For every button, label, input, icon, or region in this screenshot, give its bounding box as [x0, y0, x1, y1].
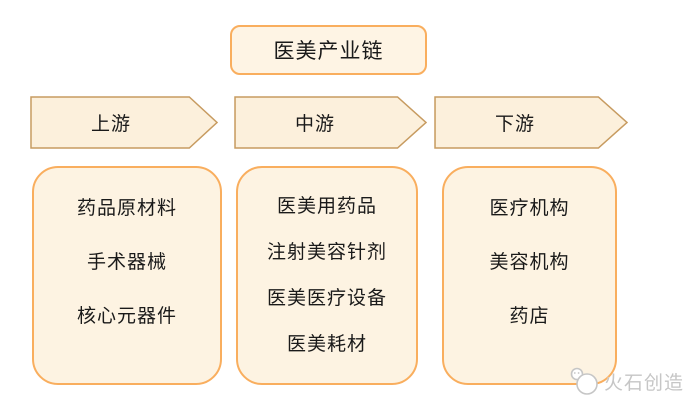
panel-item: 注射美容针剂: [266, 241, 387, 264]
huoshi-stones-icon: [570, 367, 598, 395]
stage-arrow-upstream: 上游: [30, 96, 218, 149]
panel-item: 美容机构: [489, 251, 570, 274]
diagram-title-label: 医美产业链: [273, 39, 384, 63]
panel-item: 医美耗材: [286, 332, 367, 355]
panel-item: 医美用药品: [276, 195, 377, 218]
panel-item: 核心元器件: [76, 304, 177, 327]
stage-label-upstream: 上游: [90, 113, 131, 135]
panel-downstream: 医疗机构 美容机构 药店: [442, 166, 617, 385]
stage-label-midstream: 中游: [294, 113, 335, 135]
stage-arrow-midstream: 中游: [234, 96, 427, 149]
panel-upstream: 药品原材料 手术器械 核心元器件: [32, 166, 222, 385]
panel-item: 医疗机构: [489, 197, 570, 220]
chevron-arrow-shape: [234, 96, 427, 149]
chevron-arrow-shape: [434, 96, 628, 149]
watermark-brand: 火石创造: [603, 371, 684, 394]
panel-item: 药店: [509, 304, 550, 327]
chevron-arrow-shape: [30, 96, 218, 149]
panel-item: 药品原材料: [76, 197, 177, 220]
diagram-title: 医美产业链: [230, 25, 427, 75]
watermark: 火石创造: [568, 366, 684, 396]
panel-item: 手术器械: [86, 251, 167, 274]
panel-item: 医美医疗设备: [266, 286, 387, 309]
stage-label-downstream: 下游: [494, 113, 535, 135]
panel-midstream: 医美用药品 注射美容针剂 医美医疗设备 医美耗材: [236, 166, 418, 385]
stage-arrow-downstream: 下游: [434, 96, 628, 149]
